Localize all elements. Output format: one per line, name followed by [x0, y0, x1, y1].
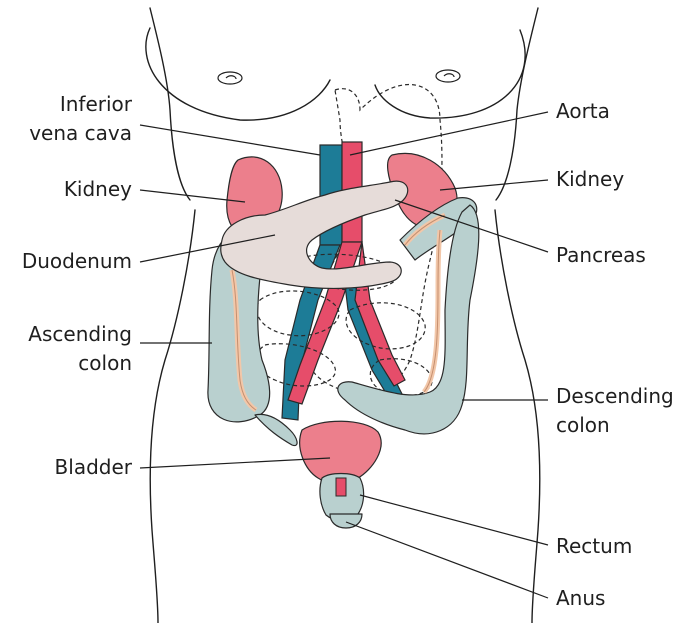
label-ivc-line2: vena cava	[29, 121, 132, 145]
nipple-right	[436, 70, 460, 82]
label-bladder: Bladder	[55, 455, 133, 479]
label-kidney-left: Kidney	[64, 177, 132, 201]
label-ivc-line1: Inferior	[60, 92, 133, 116]
nipple-left	[218, 72, 242, 84]
label-descending-line1: Descending	[556, 384, 674, 408]
label-descending-line2: colon	[556, 413, 610, 437]
label-duodenum: Duodenum	[22, 249, 132, 273]
label-rectum: Rectum	[556, 534, 632, 558]
label-anus: Anus	[556, 586, 605, 610]
label-ascending-line1: Ascending	[28, 322, 132, 346]
label-ascending-line2: colon	[78, 351, 132, 375]
body-outline	[146, 8, 540, 623]
rectum-inner	[336, 478, 346, 496]
label-pancreas: Pancreas	[556, 243, 646, 267]
label-kidney-right: Kidney	[556, 167, 624, 191]
label-aorta: Aorta	[556, 99, 610, 123]
